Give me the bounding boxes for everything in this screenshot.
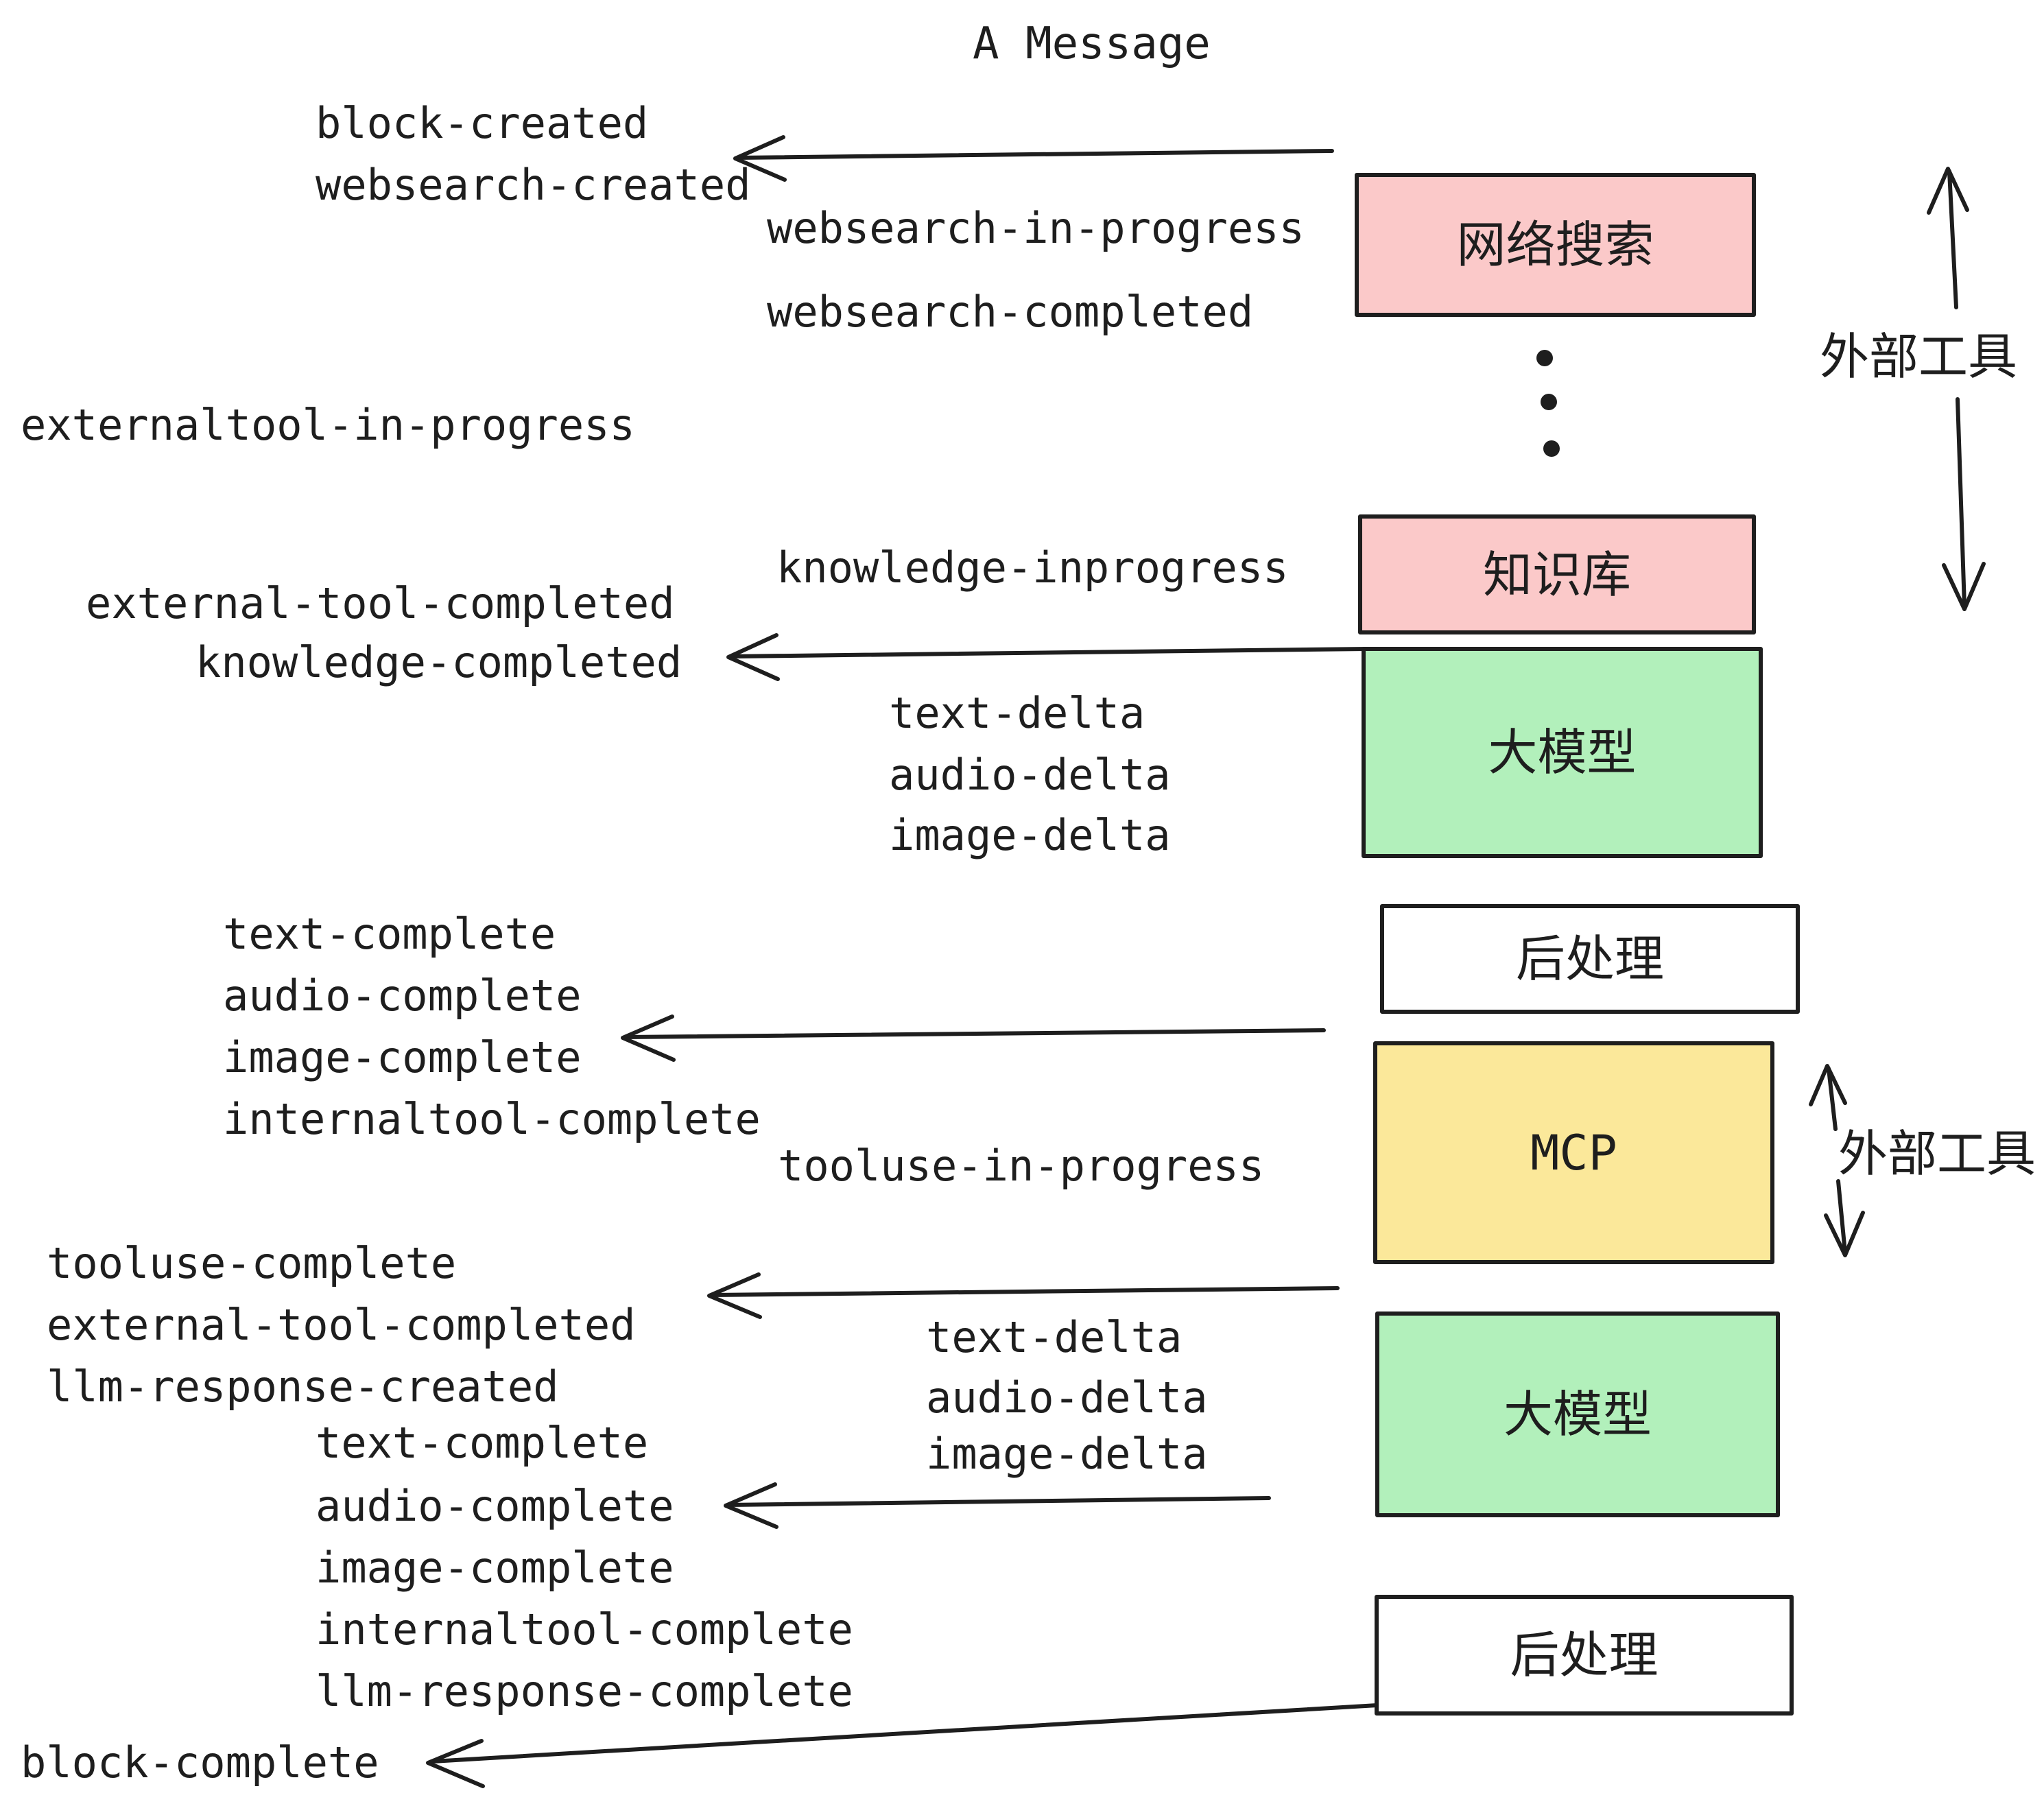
event-external-tool-completed-2: external-tool-completed bbox=[47, 1300, 636, 1350]
event-audio-delta-1: audio-delta bbox=[889, 750, 1171, 800]
postprocess-box-2-label: 后处理 bbox=[1510, 1626, 1659, 1684]
event-audio-complete-1: audio-complete bbox=[223, 971, 582, 1021]
event-internaltool-complete-2: internaltool-complete bbox=[316, 1604, 853, 1654]
event-websearch-completed: websearch-completed bbox=[767, 287, 1254, 337]
event-llm-response-complete: llm-response-complete bbox=[316, 1666, 853, 1716]
knowledge-base-box-label: 知识库 bbox=[1482, 545, 1631, 604]
knowledge-base-box: 知识库 bbox=[1358, 514, 1756, 634]
event-image-complete-1: image-complete bbox=[223, 1032, 582, 1082]
postprocess-box-2: 后处理 bbox=[1375, 1595, 1794, 1716]
event-knowledge-completed: knowledge-completed bbox=[195, 637, 682, 687]
arrow-to-audio-complete bbox=[724, 1482, 1271, 1529]
event-block-created: block-created bbox=[316, 98, 649, 148]
postprocess-box-1: 后处理 bbox=[1380, 904, 1800, 1014]
llm-box-2: 大模型 bbox=[1375, 1312, 1780, 1517]
event-tooluse-in-progress: tooluse-in-progress bbox=[778, 1141, 1265, 1191]
mcp-box: MCP bbox=[1373, 1041, 1774, 1264]
arrow-to-websearch-created bbox=[733, 135, 1334, 182]
event-websearch-in-progress: websearch-in-progress bbox=[767, 203, 1305, 253]
external-tools-label-mid: 外部工具 bbox=[1838, 1125, 2036, 1183]
event-text-complete-2: text-complete bbox=[316, 1418, 649, 1468]
llm-box-1: 大模型 bbox=[1362, 647, 1763, 858]
postprocess-box-1-label: 后处理 bbox=[1515, 930, 1664, 988]
websearch-box: 网络搜索 bbox=[1355, 173, 1756, 317]
ellipsis-dots bbox=[1536, 350, 1560, 457]
llm-box-1-label: 大模型 bbox=[1488, 724, 1637, 781]
event-llm-response-created: llm-response-created bbox=[47, 1362, 559, 1412]
event-websearch-created: websearch-created bbox=[316, 160, 751, 210]
event-externaltool-in-progress: externaltool-in-progress bbox=[21, 400, 635, 450]
external-tools-up-arrow-2 bbox=[1809, 1064, 1847, 1131]
event-knowledge-inprogress: knowledge-inprogress bbox=[776, 543, 1289, 593]
arrow-to-block-complete bbox=[426, 1703, 1379, 1788]
event-external-tool-completed-1: external-tool-completed bbox=[86, 578, 675, 628]
arrow-to-tooluse-complete bbox=[707, 1272, 1340, 1319]
event-text-complete-1: text-complete bbox=[223, 909, 556, 959]
event-image-delta-2: image-delta bbox=[926, 1429, 1208, 1479]
event-image-complete-2: image-complete bbox=[316, 1543, 674, 1593]
llm-box-2-label: 大模型 bbox=[1503, 1386, 1652, 1443]
external-tools-label-top: 外部工具 bbox=[1820, 328, 2018, 385]
external-tools-down-arrow-2 bbox=[1824, 1179, 1865, 1257]
diagram-title: A Message bbox=[973, 19, 1211, 69]
arrow-to-image-complete bbox=[621, 1014, 1326, 1062]
event-audio-delta-2: audio-delta bbox=[926, 1373, 1208, 1423]
event-text-delta-1: text-delta bbox=[889, 688, 1145, 738]
event-tooluse-complete: tooluse-complete bbox=[47, 1238, 457, 1288]
external-tools-up-arrow-1 bbox=[1927, 167, 1969, 309]
event-text-delta-2: text-delta bbox=[926, 1312, 1183, 1362]
event-internaltool-complete-1: internaltool-complete bbox=[223, 1094, 761, 1144]
arrow-to-knowledge-completed bbox=[726, 633, 1368, 681]
event-block-complete: block-complete bbox=[21, 1737, 379, 1788]
websearch-box-label: 网络搜索 bbox=[1456, 216, 1654, 274]
external-tools-down-arrow-1 bbox=[1942, 397, 1986, 611]
event-image-delta-1: image-delta bbox=[889, 810, 1171, 860]
mcp-box-label: MCP bbox=[1530, 1124, 1617, 1181]
event-audio-complete-2: audio-complete bbox=[316, 1481, 674, 1531]
